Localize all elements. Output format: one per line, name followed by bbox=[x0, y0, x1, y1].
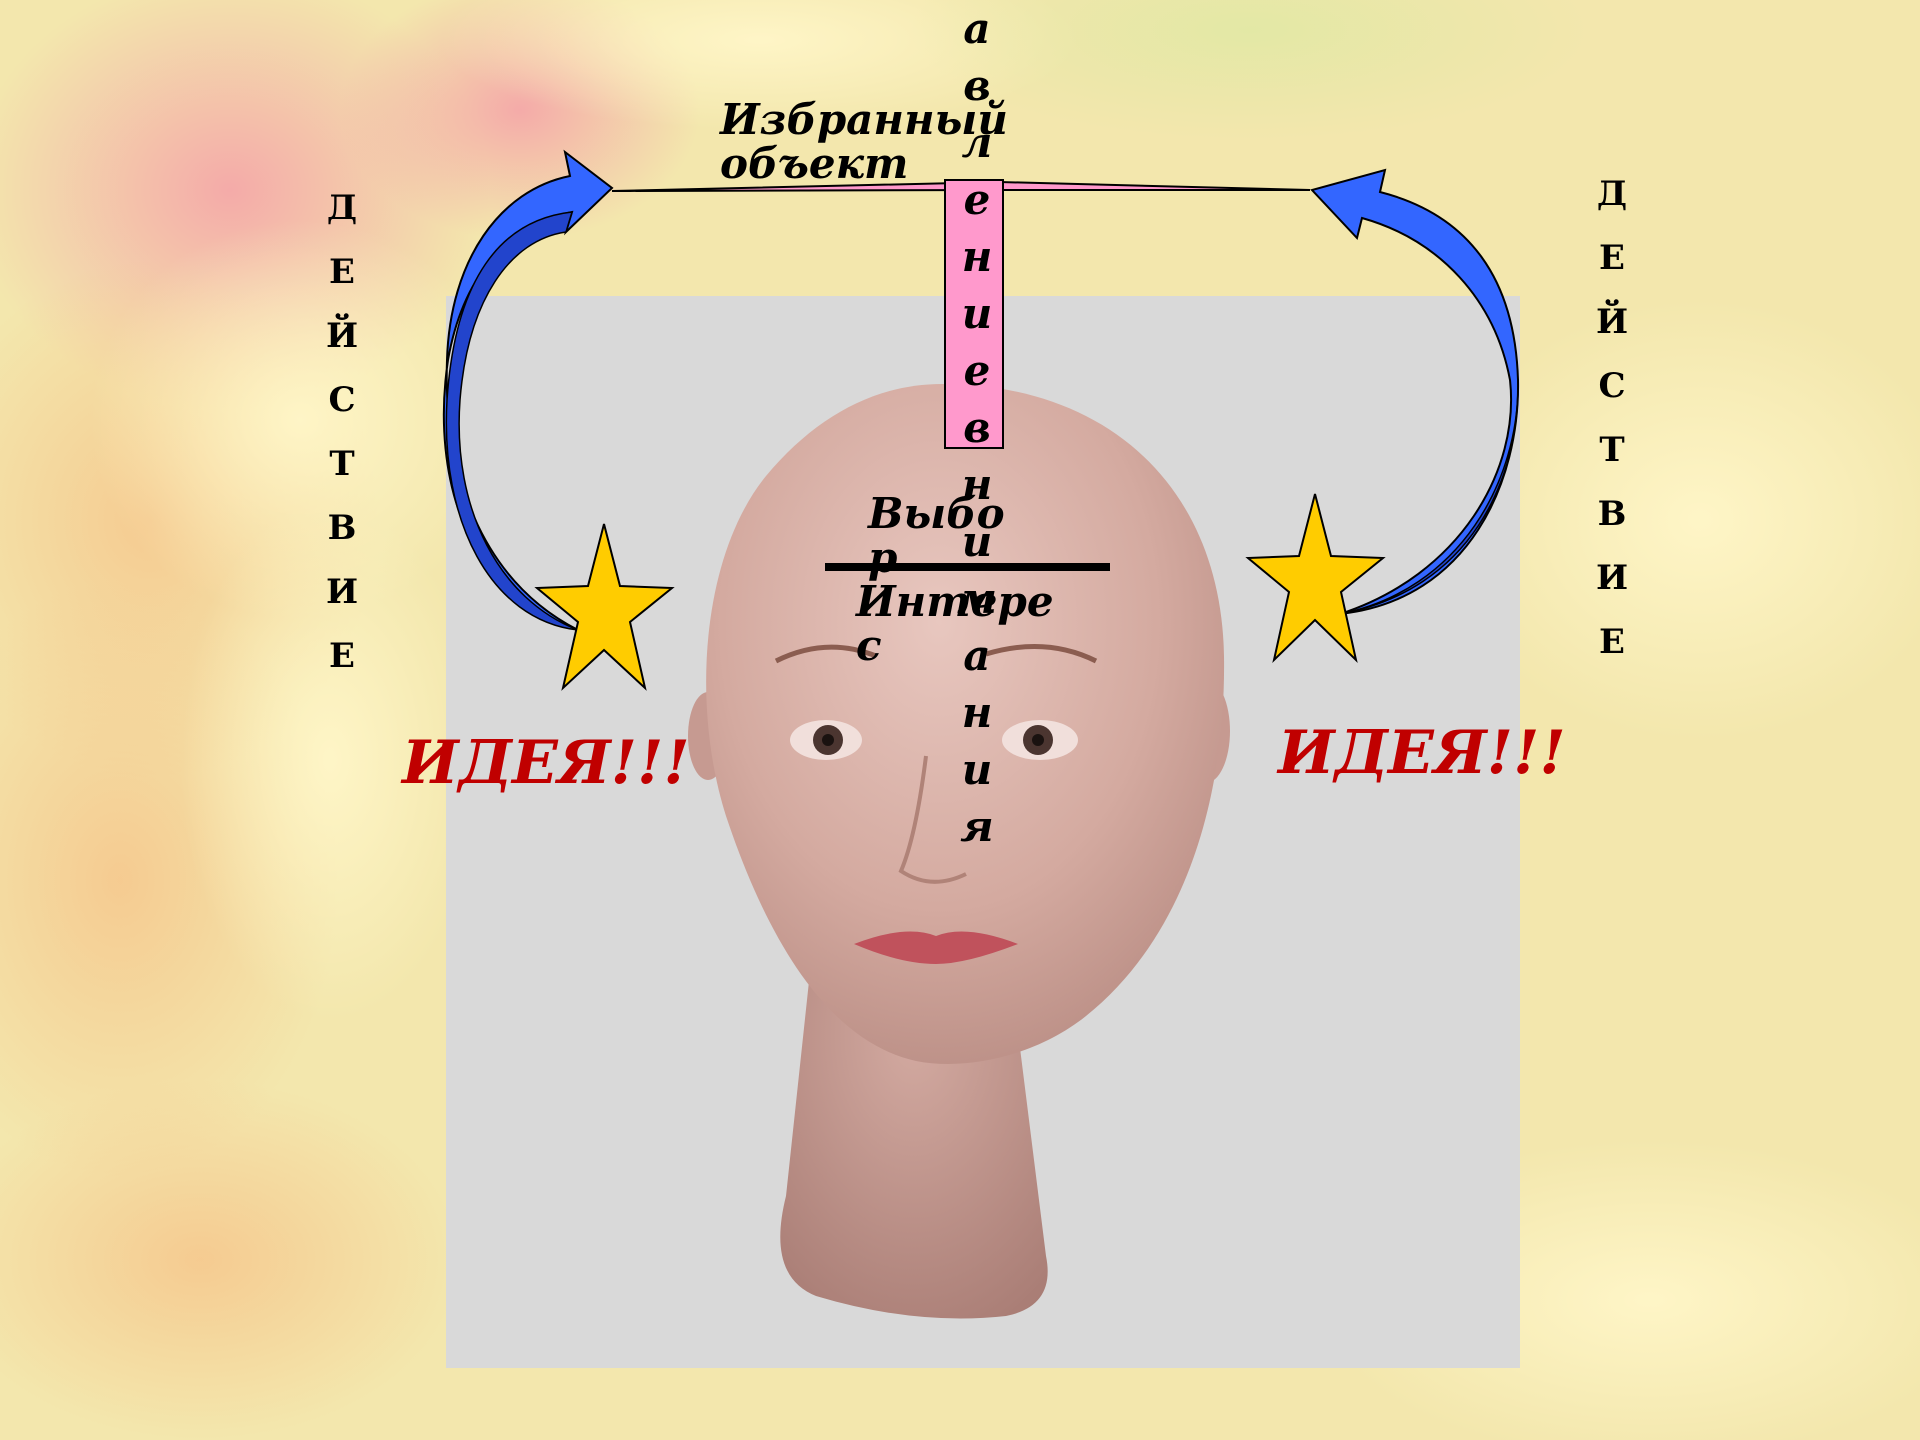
interest-label: Интерес bbox=[856, 580, 1071, 668]
right-star-icon bbox=[1248, 494, 1383, 660]
action-right-label: Д Е Й С Т В И Е bbox=[1582, 162, 1642, 674]
left-curved-arrow-icon bbox=[444, 152, 612, 630]
attention-column-text: а в л е н и е в н и м а н и я bbox=[952, 0, 1002, 855]
right-curved-arrow-icon bbox=[1312, 170, 1518, 614]
choice-label: Выбор bbox=[868, 492, 1018, 580]
idea-right-label: ИДЕЯ!!! bbox=[1278, 718, 1566, 788]
left-star-icon bbox=[537, 524, 672, 688]
action-left-label: Д Е Й С Т В И Е bbox=[312, 176, 372, 688]
idea-left-label: ИДЕЯ!!! bbox=[402, 728, 690, 798]
